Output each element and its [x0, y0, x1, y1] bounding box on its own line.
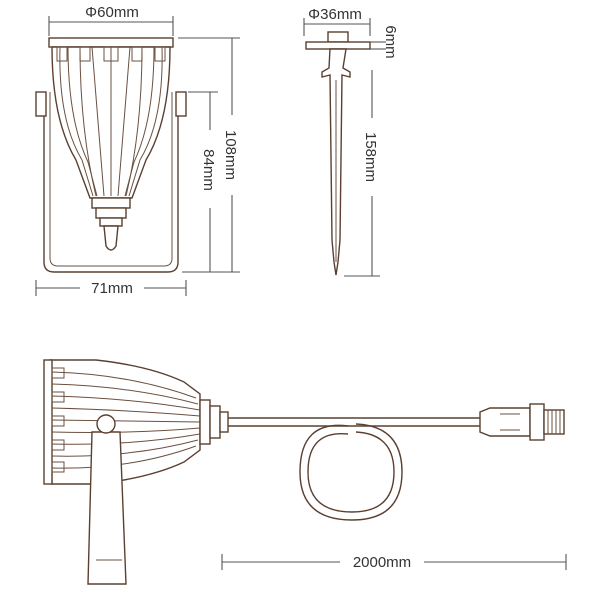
lamp-cage-slots	[56, 46, 166, 62]
side-bracket-arm	[87, 431, 127, 585]
dim-bracket-height	[188, 91, 218, 272]
lamp-neck-ring-3	[99, 217, 123, 227]
connector-body	[479, 407, 531, 437]
side-neck-ring-2	[209, 405, 221, 439]
side-neck-ring-3	[219, 411, 229, 433]
dim-cable-length	[221, 554, 567, 570]
label-cable-length: 2000mm	[353, 554, 411, 571]
dim-spike-plate-diameter	[303, 18, 371, 36]
dim-overall-height	[178, 37, 240, 273]
dim-plate-thickness	[370, 41, 386, 50]
label-spike-height: 158mm	[362, 132, 379, 182]
dim-head-diameter	[48, 16, 174, 36]
side-bracket-knob	[96, 414, 116, 434]
lamp-front-view	[35, 37, 187, 273]
label-head-diameter: Φ60mm	[85, 4, 139, 21]
spike-plate	[305, 41, 371, 50]
lamp-top-rim	[48, 37, 174, 48]
label-plate-thickness: 6mm	[382, 25, 399, 58]
lamp-cage-slats	[59, 46, 163, 197]
power-cable	[228, 417, 480, 521]
connector-thread	[543, 409, 565, 435]
label-bracket-width: 71mm	[91, 280, 133, 297]
side-lamp-front	[43, 359, 53, 485]
side-neck-ring-1	[199, 399, 211, 445]
spike-cap	[327, 31, 349, 43]
bracket-inner	[49, 92, 173, 267]
side-lamp-slots	[51, 367, 65, 473]
bracket-frame	[43, 92, 179, 273]
label-overall-height: 108mm	[222, 130, 239, 180]
label-spike-plate-diameter: Φ36mm	[308, 6, 362, 23]
dim-spike-height	[344, 70, 380, 277]
label-bracket-height: 84mm	[200, 149, 217, 191]
side-lamp-fins	[51, 371, 201, 469]
lamp-side-view	[43, 359, 229, 585]
connector-nut	[529, 403, 545, 441]
lamp-cable-gland	[103, 225, 119, 251]
bracket-knob-right	[175, 91, 187, 117]
cable-connector	[479, 403, 565, 441]
ground-spike	[305, 31, 371, 276]
lamp-neck-ring-2	[95, 207, 127, 219]
bracket-knob-left	[35, 91, 47, 117]
lamp-neck-ring-1	[91, 197, 131, 209]
dim-bracket-width	[35, 280, 187, 296]
